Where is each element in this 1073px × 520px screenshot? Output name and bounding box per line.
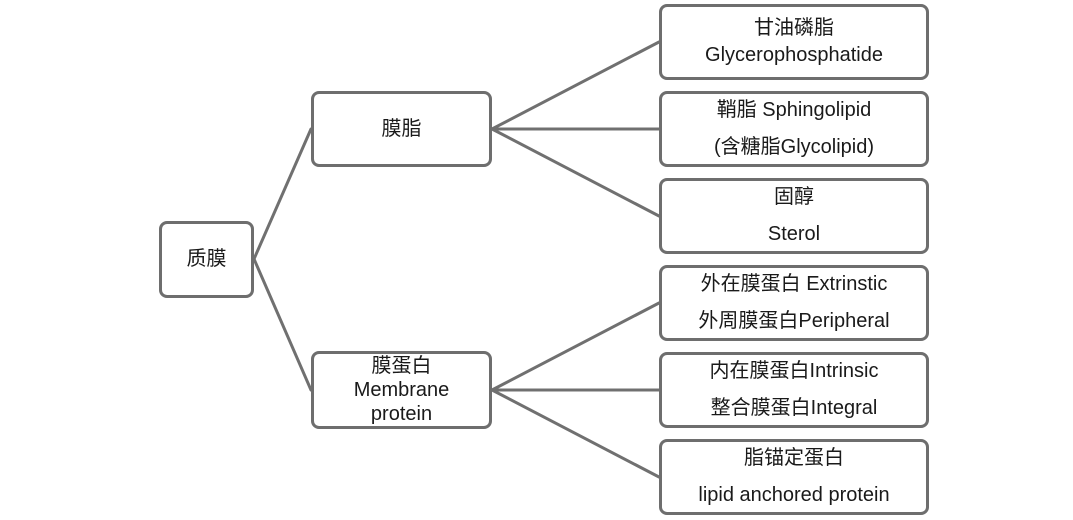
node-label-en-1: Membrane xyxy=(353,379,450,401)
node-label-cn: 膜蛋白 xyxy=(371,355,432,377)
node-label-en: Sterol xyxy=(767,223,821,245)
leaf-node-lipid-anchored-protein: 脂锚定蛋白 lipid anchored protein xyxy=(659,439,929,515)
node-label-line-1: 外在膜蛋白 Extrinstic xyxy=(700,273,888,295)
node-label-line-2: (含糖脂Glycolipid) xyxy=(713,136,875,158)
node-label-line-1: 内在膜蛋白Intrinsic xyxy=(709,360,879,382)
edge-protein-to-lipid-anchored xyxy=(490,388,661,479)
node-label-line-2: 外周膜蛋白Peripheral xyxy=(698,310,890,332)
edge-lipid-to-glycerophosphatide xyxy=(490,40,661,131)
node-label: 质膜 xyxy=(186,248,227,270)
node-label-line-1: 鞘脂 Sphingolipid xyxy=(716,99,872,121)
leaf-node-glycerophosphatide: 甘油磷脂 Glycerophosphatide xyxy=(659,4,929,80)
leaf-node-extrinsic-protein: 外在膜蛋白 Extrinstic 外周膜蛋白Peripheral xyxy=(659,265,929,341)
node-label-cn: 脂锚定蛋白 xyxy=(744,447,844,469)
leaf-node-sterol: 固醇 Sterol xyxy=(659,178,929,254)
edge-root-to-protein xyxy=(252,257,313,392)
node-label-en-2: protein xyxy=(370,403,433,425)
node-label-cn: 甘油磷脂 xyxy=(754,17,834,39)
branch-node-membrane-protein: 膜蛋白 Membrane protein xyxy=(311,351,492,429)
node-label-cn: 固醇 xyxy=(774,186,814,208)
edge-root-to-lipid xyxy=(252,127,313,261)
node-label: 膜脂 xyxy=(381,117,422,140)
node-label-en: Glycerophosphatide xyxy=(705,44,883,66)
node-label-en: lipid anchored protein xyxy=(698,484,890,506)
node-label-line-2: 整合膜蛋白Integral xyxy=(710,397,878,419)
leaf-node-intrinsic-protein: 内在膜蛋白Intrinsic 整合膜蛋白Integral xyxy=(659,352,929,428)
leaf-node-sphingolipid: 鞘脂 Sphingolipid (含糖脂Glycolipid) xyxy=(659,91,929,167)
edge-lipid-to-sterol xyxy=(490,127,661,218)
branch-node-membrane-lipid: 膜脂 xyxy=(311,91,492,167)
root-node-plasma-membrane: 质膜 xyxy=(159,221,254,298)
edge-protein-to-extrinsic xyxy=(490,301,661,392)
